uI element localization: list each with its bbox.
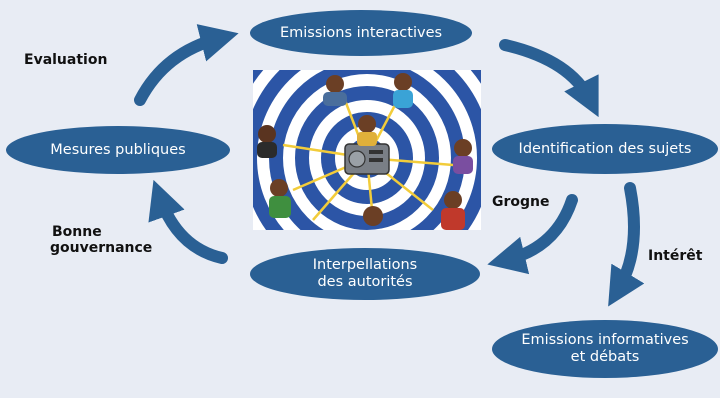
node-identification-des-sujets: Identification des sujets — [492, 124, 718, 174]
node-emissions-informatives-line1: Emissions informatives — [521, 332, 689, 348]
node-interpellations-line2: des autorités — [317, 274, 413, 290]
arrow-identification-to-interpellations — [487, 194, 578, 275]
node-interpellations-line1: Interpellations — [312, 257, 418, 273]
node-emissions-interactives-text: Emissions interactives — [279, 24, 443, 41]
arrow-identification-to-informatives — [608, 182, 645, 307]
label-bonne-gouvernance: Bonne gouvernance — [50, 224, 152, 256]
label-interet: Intérêt — [648, 248, 702, 264]
node-mesures-publiques: Mesures publiques — [6, 126, 230, 174]
radio-listeners-illustration — [253, 70, 481, 230]
node-emissions-informatives-line2: et débats — [570, 349, 640, 365]
node-emissions-interactives: Emissions interactives — [250, 10, 472, 56]
label-bonne-text: Bonne — [52, 224, 102, 240]
arrow-interpellations-to-mesures — [148, 179, 228, 264]
node-emissions-informatives: Emissions informatives et débats — [492, 320, 718, 378]
arrow-emissions-to-identification — [499, 39, 599, 118]
label-evaluation-text: Evaluation — [24, 52, 108, 68]
node-identification-text: Identification des sujets — [518, 140, 692, 157]
label-gouvernance-text: gouvernance — [50, 240, 153, 256]
arrow-mesures-to-emissions — [134, 24, 239, 106]
node-interpellations: Interpellations des autorités — [250, 248, 480, 300]
label-grogne: Grogne — [492, 194, 550, 210]
label-interet-text: Intérêt — [648, 248, 703, 264]
label-grogne-text: Grogne — [492, 194, 550, 210]
label-evaluation: Evaluation — [24, 52, 107, 68]
node-mesures-publiques-text: Mesures publiques — [50, 141, 186, 158]
